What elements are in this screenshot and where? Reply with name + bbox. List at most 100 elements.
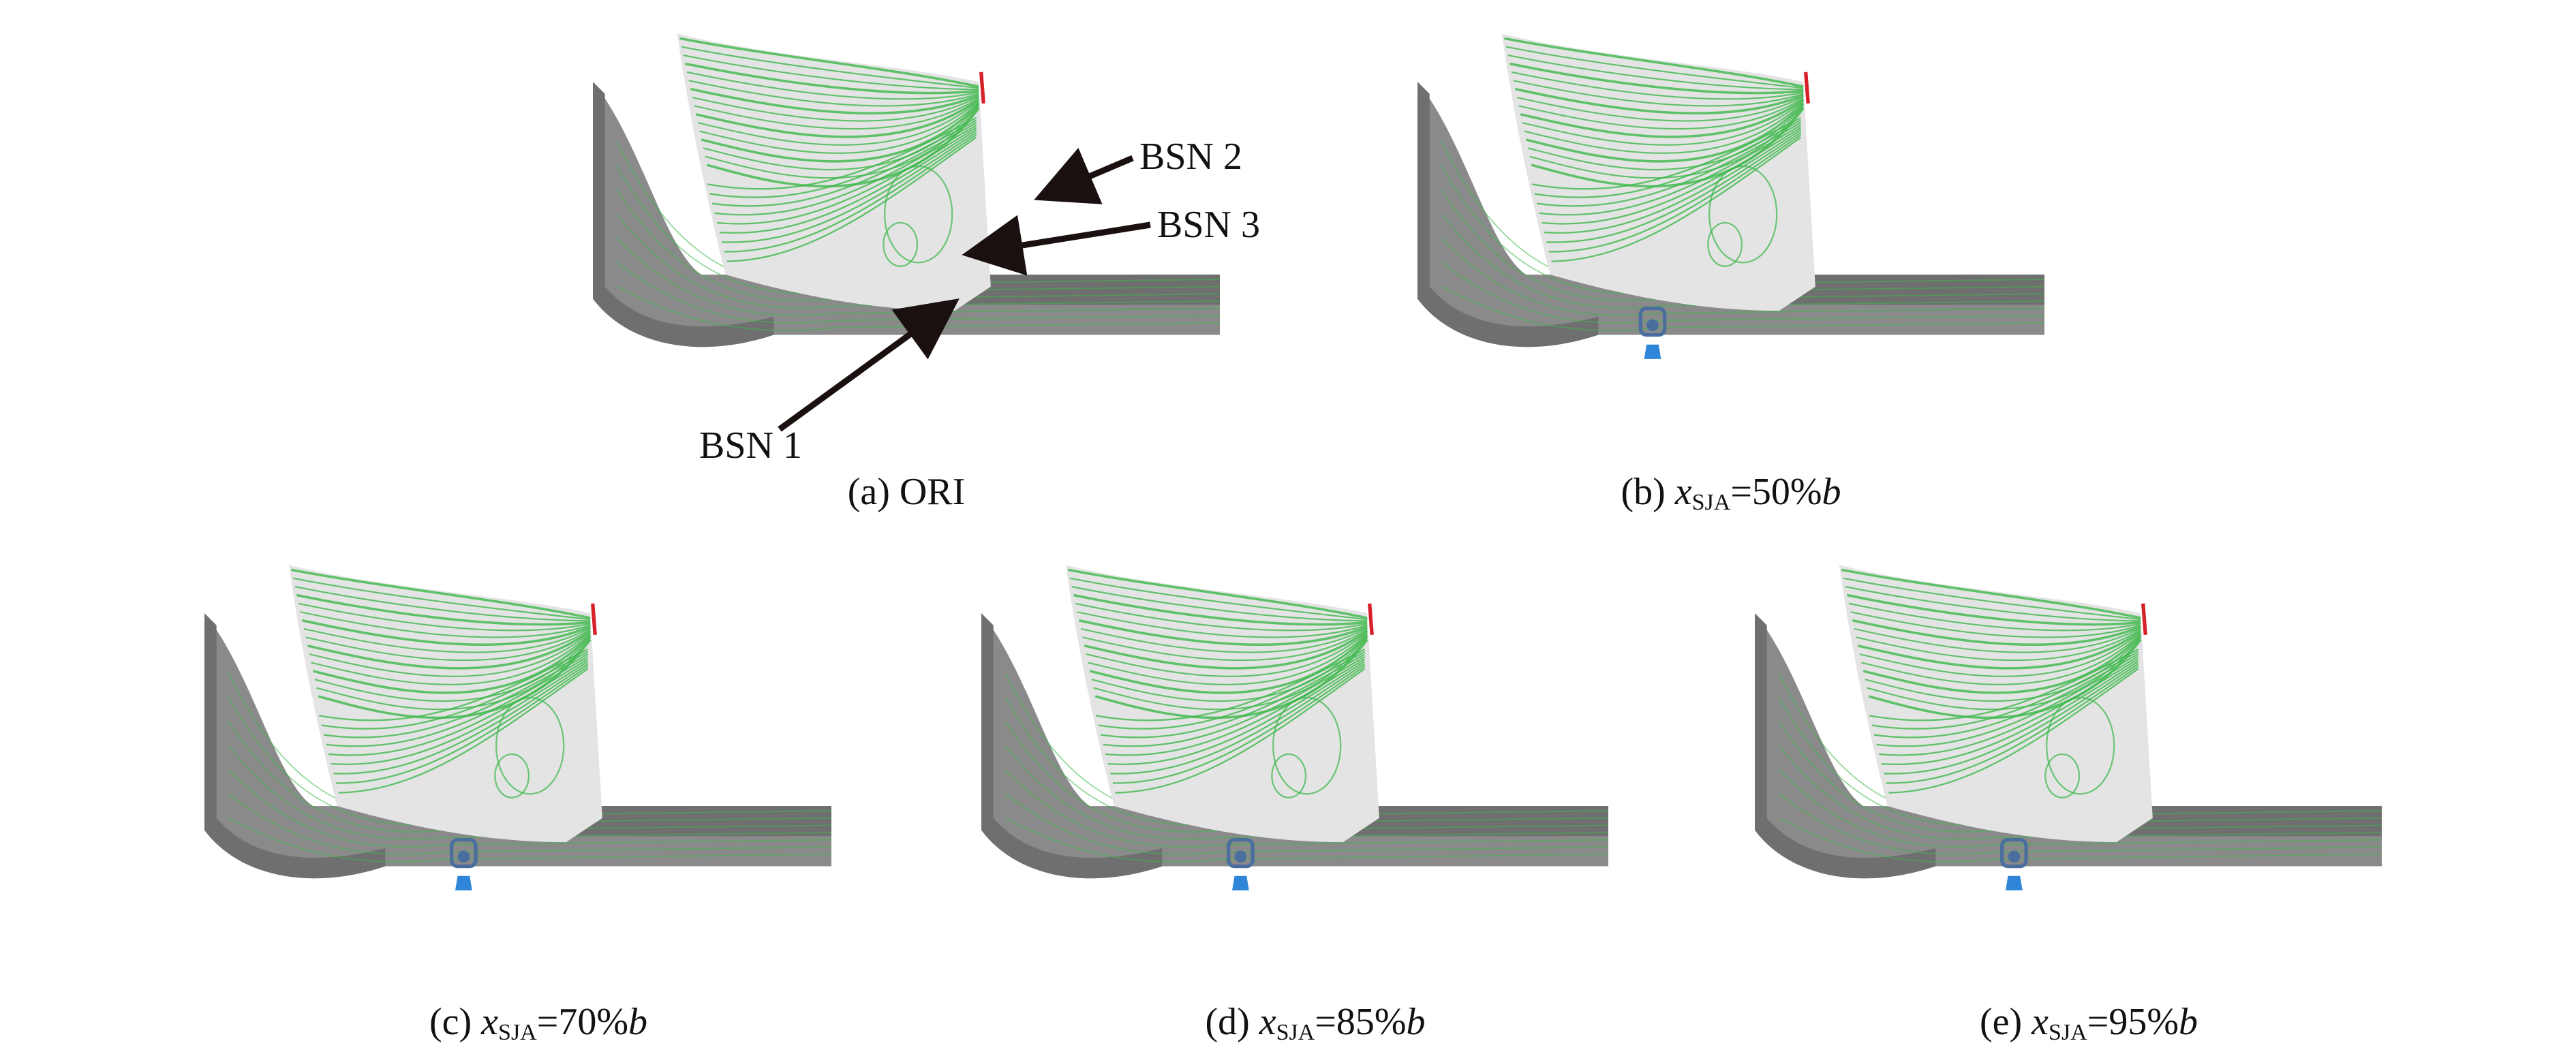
endwall-streamline	[228, 817, 831, 863]
sja-body	[1227, 837, 1255, 869]
blade-streamline	[1524, 102, 1804, 154]
vortex-loop	[494, 753, 530, 798]
blade-streamline	[679, 37, 979, 88]
blade-streamline	[688, 80, 979, 107]
blade-streamline	[1520, 98, 1805, 138]
blade-streamline	[681, 46, 979, 89]
separation-streamline	[1869, 649, 2139, 721]
blade-streamline	[311, 633, 591, 685]
endwall-streamline	[228, 769, 831, 848]
separation-streamline	[1544, 129, 1802, 234]
panel-e	[1755, 531, 2382, 1008]
vortex-loop	[495, 696, 565, 795]
separation-streamline	[1886, 665, 2139, 784]
separation-streamline	[1881, 660, 2139, 766]
separation-streamline	[1876, 655, 2139, 747]
vortex-loop	[883, 221, 919, 267]
blade-streamline	[292, 577, 591, 621]
blade-streamline	[697, 100, 979, 146]
vortex-loop	[2044, 753, 2081, 798]
separation-streamline	[1098, 651, 1366, 730]
separation-streamline	[724, 134, 977, 253]
blade-streamline	[1077, 611, 1368, 638]
blade-streamline	[1852, 619, 2141, 647]
separation-streamline	[709, 119, 977, 198]
sja-jet	[2006, 875, 2023, 890]
separation-streamline	[331, 660, 589, 766]
blade-streamline	[1513, 80, 1804, 107]
separation-streamline	[1107, 660, 1366, 766]
panel-c-image	[204, 565, 831, 890]
separation-streamline	[719, 129, 977, 234]
endwall-streamline	[1005, 721, 1608, 833]
blade-streamline	[692, 95, 979, 122]
blade-surface	[1065, 565, 1379, 843]
blade-streamline	[1854, 627, 2141, 653]
blade-streamline	[300, 611, 591, 638]
blade-streamline	[1505, 46, 1804, 89]
panel-c	[204, 531, 831, 1008]
panel-a-image	[593, 33, 1220, 347]
sja-diaphragm	[1646, 319, 1659, 332]
separation-streamline	[1103, 655, 1366, 747]
endwall-streamline	[1441, 214, 2044, 309]
endwall-streamline	[228, 793, 831, 855]
blade-streamline	[1531, 107, 1805, 188]
blade-streamline	[1843, 577, 2141, 621]
sja-actuator	[450, 837, 478, 890]
trailing-edge-mark	[979, 72, 985, 104]
endwall-streamline	[1778, 721, 2382, 833]
blade-streamline	[1075, 602, 1368, 632]
blade-streamline	[695, 98, 980, 138]
blade-streamline	[1073, 593, 1368, 626]
panel-a-caption: (a) ORI	[847, 471, 966, 513]
separation-streamline	[333, 663, 589, 775]
blade-streamline	[294, 586, 591, 622]
vortex-loop	[2046, 696, 2115, 795]
endwall-streamline	[1441, 285, 2044, 331]
separation-streamline	[326, 655, 589, 747]
panel-d	[981, 531, 1608, 1008]
blade-streamline	[706, 107, 980, 188]
blade-streamline	[1848, 602, 2141, 632]
panel-b-caption: (b) xSJA=50%b	[1621, 471, 1841, 515]
sja-actuator	[1638, 306, 1667, 359]
bsn3-label: BSN 3	[1157, 204, 1260, 246]
blade-streamline	[296, 593, 591, 626]
separation-streamline	[1871, 651, 2139, 730]
blade-streamline	[1514, 87, 1804, 115]
vortex-loop	[1271, 753, 1307, 798]
panel-e-caption: (e) xSJA=95%b	[1980, 1001, 2198, 1045]
blade-streamline	[686, 71, 979, 100]
blade-streamline	[1507, 55, 1804, 91]
blade-streamline	[1071, 586, 1368, 622]
separation-streamline	[722, 131, 977, 243]
separation-streamline	[321, 651, 589, 730]
vortex-loop	[1707, 221, 1743, 267]
blade-streamline	[1094, 638, 1368, 719]
trailing-edge-mark	[2141, 603, 2147, 636]
vortex-loop	[1708, 165, 1778, 264]
endwall-streamline	[1441, 262, 2044, 324]
blade-streamline	[1504, 37, 1804, 88]
separation-streamline	[1551, 136, 1802, 262]
blade-streamline	[701, 103, 980, 163]
sja-jet	[1232, 875, 1249, 890]
separation-streamline	[1115, 668, 1366, 794]
panel-c-caption: (c) xSJA=70%b	[429, 1001, 647, 1045]
separation-streamline	[318, 649, 589, 721]
blade-streamline	[1080, 627, 1368, 653]
sja-body	[2000, 837, 2028, 869]
separation-streamline	[1884, 663, 2139, 775]
blade-streamline	[1086, 632, 1368, 677]
blade-streamline	[298, 602, 591, 632]
blade-streamline	[1525, 103, 1805, 163]
panel-e-image	[1755, 565, 2382, 890]
blade-streamline	[699, 102, 979, 154]
separation-streamline	[1534, 119, 1802, 198]
panel-b-image	[1417, 33, 2044, 359]
panel-a	[593, 0, 1220, 477]
separation-streamline	[1100, 653, 1366, 739]
endwall-streamline	[1778, 769, 2382, 848]
separation-streamline	[714, 124, 977, 216]
